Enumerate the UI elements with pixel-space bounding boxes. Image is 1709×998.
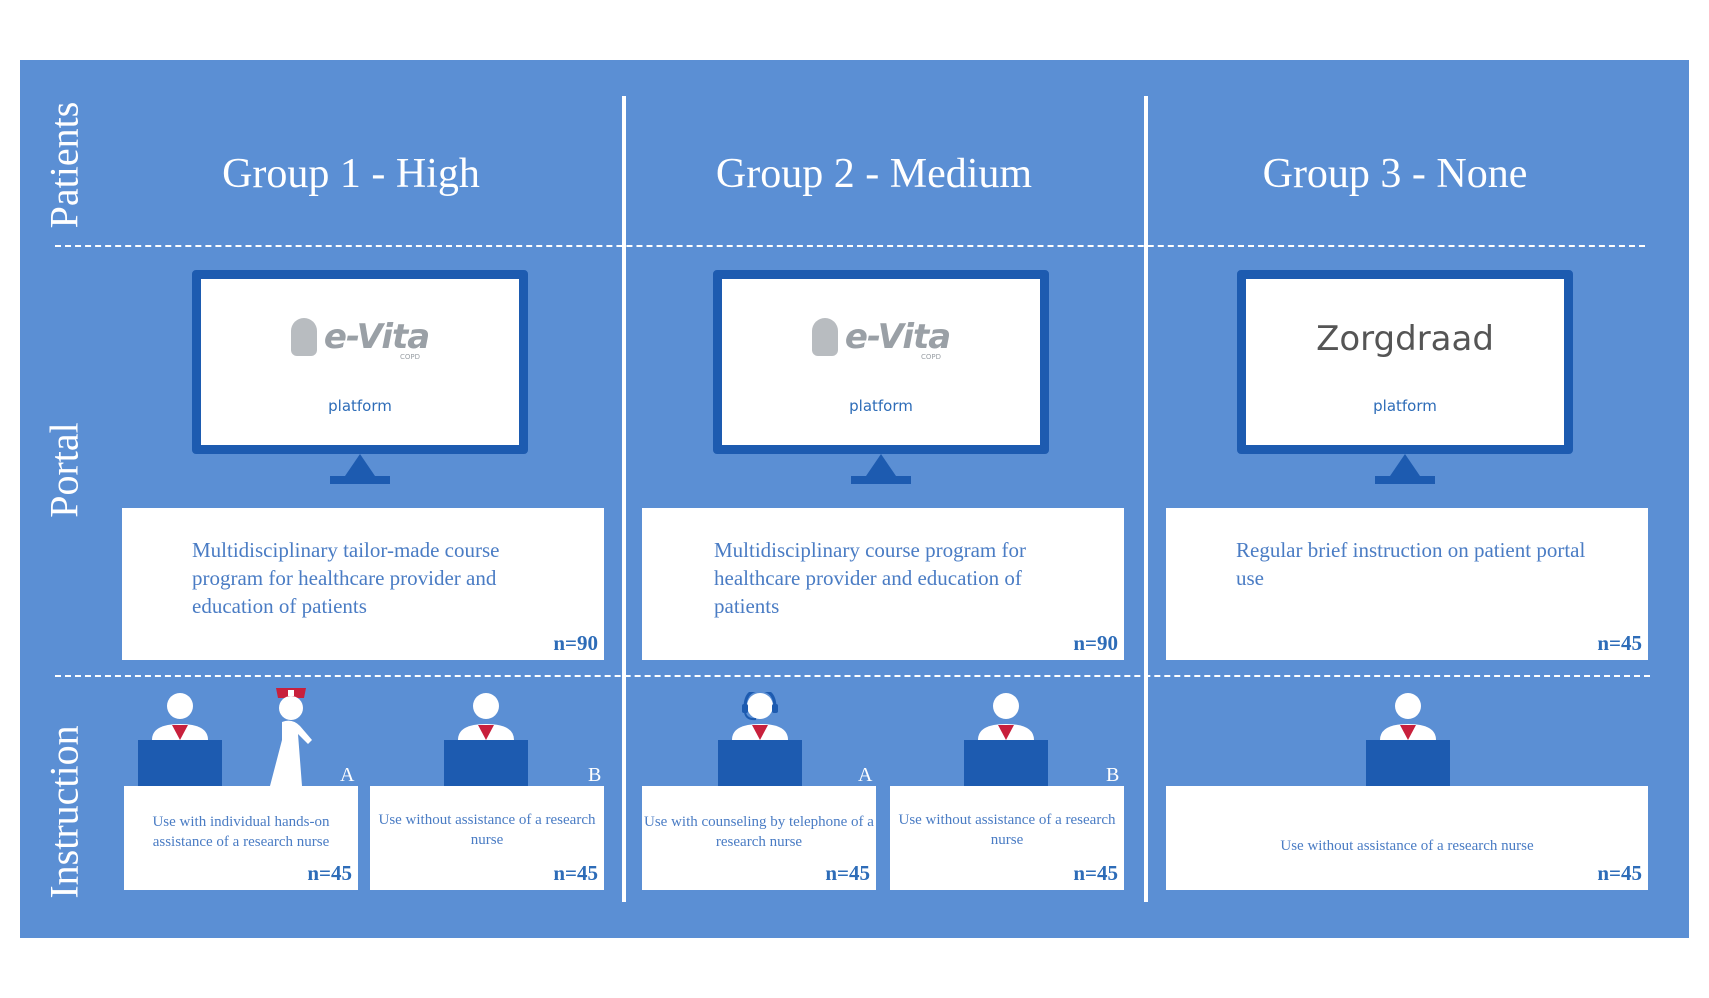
course-text: Regular brief instruction on patient por…	[1236, 538, 1586, 590]
course-text: Multidisciplinary tailor-made course pro…	[192, 538, 500, 618]
course-box-group-3: Regular brief instruction on patient por…	[1166, 508, 1648, 660]
instruction-box-group-3: Use without assistance of a research nur…	[1166, 786, 1648, 890]
instruction-text: Use without assistance of a research nur…	[1280, 838, 1534, 854]
instruction-text: Use without assistance of a research nur…	[898, 812, 1116, 848]
hand-icon	[811, 318, 838, 356]
portal-monitor-group-2: e-Vita COPD platform	[713, 270, 1049, 454]
instruction-box-group-2-a: Use with counseling by telephone of a re…	[642, 786, 876, 890]
group-3-title: Group 3 - None	[1262, 151, 1528, 197]
sample-size: n=45	[1597, 631, 1642, 655]
monitor-stand-base	[1375, 476, 1435, 484]
sample-size: n=45	[1073, 861, 1118, 885]
course-box-group-2: Multidisciplinary course program for hea…	[642, 508, 1124, 660]
platform-label: platform	[849, 397, 913, 415]
person-at-computer-icon	[138, 693, 222, 798]
nurse-icon	[270, 688, 312, 786]
row-label-patients: Patients	[41, 101, 87, 229]
monitor-stand	[345, 454, 375, 476]
platform-label: platform	[1373, 397, 1437, 415]
portal-monitor-group-3: Zorgdraad platform	[1237, 270, 1573, 454]
course-text: Multidisciplinary course program for hea…	[714, 538, 1027, 618]
instruction-box-group-1-a: Use with individual hands-on assistance …	[124, 786, 358, 890]
group-1-title: Group 1 - High	[222, 151, 480, 197]
person-at-computer-icon	[964, 693, 1048, 798]
subgroup-letter-a: A	[858, 764, 873, 786]
instruction-text: Use with counseling by telephone of a re…	[644, 814, 874, 850]
sample-size: n=45	[307, 861, 352, 885]
instruction-text: Use without assistance of a research nur…	[378, 812, 596, 848]
row-divider	[55, 675, 1650, 677]
evita-logo: e-Vita COPD	[722, 317, 1040, 361]
portal-monitor-group-1: e-Vita COPD platform	[192, 270, 528, 454]
sample-size: n=45	[1597, 861, 1642, 885]
subgroup-letter-b: B	[588, 764, 602, 786]
column-divider	[1144, 96, 1148, 902]
monitor-stand	[866, 454, 896, 476]
sample-size: n=90	[553, 631, 598, 655]
monitor-stand-base	[851, 476, 911, 484]
evita-logo: e-Vita COPD	[201, 317, 519, 361]
person-at-computer-icon	[444, 693, 528, 798]
instruction-text: Use with individual hands-on assistance …	[152, 814, 330, 850]
row-divider	[55, 245, 1645, 247]
instruction-box-group-1-b: Use without assistance of a research nur…	[370, 786, 604, 890]
hand-icon	[290, 318, 317, 356]
row-label-instruction: Instruction	[41, 725, 87, 899]
instruction-box-group-2-b: Use without assistance of a research nur…	[890, 786, 1124, 890]
sample-size: n=90	[1073, 631, 1118, 655]
sample-size: n=45	[825, 861, 870, 885]
person-at-computer-icon	[1366, 693, 1450, 798]
headset-person-icon	[718, 692, 802, 798]
subgroup-letter-b: B	[1106, 764, 1120, 786]
column-divider	[622, 96, 626, 902]
sample-size: n=45	[553, 861, 598, 885]
group-2-title: Group 2 - Medium	[715, 151, 1033, 197]
subgroup-letter-a: A	[340, 764, 355, 786]
monitor-stand	[1390, 454, 1420, 476]
monitor-stand-base	[330, 476, 390, 484]
row-label-portal: Portal	[41, 422, 87, 518]
course-box-group-1: Multidisciplinary tailor-made course pro…	[122, 508, 604, 660]
platform-label: platform	[328, 397, 392, 415]
zorgdraad-logo: Zorgdraad	[1316, 319, 1494, 359]
